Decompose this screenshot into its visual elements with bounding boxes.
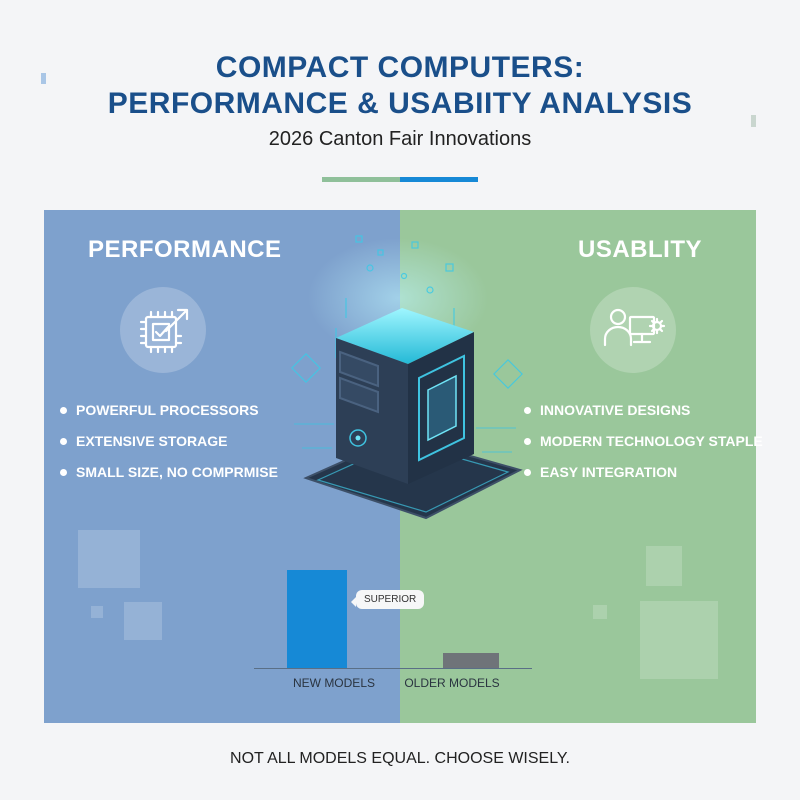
page-title-line1: COMPACT COMPUTERS: (215, 51, 585, 84)
title-divider (322, 177, 478, 182)
chart-baseline (254, 668, 532, 669)
cpu-arrow-icon (139, 308, 189, 354)
decorative-dash (41, 73, 46, 84)
divider-blue-segment (400, 177, 478, 182)
list-item: EXTENSIVE STORAGE (60, 433, 278, 464)
decorative-square (78, 530, 140, 588)
decorative-square (593, 605, 607, 619)
usability-bullet-list: INNOVATIVE DESIGNS MODERN TECHNOLOGY STA… (524, 402, 763, 495)
x-tick-label-older-models: OLDER MODELS (404, 676, 500, 690)
list-item: SMALL SIZE, NO COMPRMISE (60, 464, 278, 495)
decorative-square (124, 602, 162, 640)
x-tick-label-new-models: NEW MODELS (292, 676, 375, 690)
footer-tagline: NOT ALL MODELS EQUAL. CHOOSE WISELY. (230, 750, 570, 767)
bar-new-models (287, 570, 347, 668)
decorative-square (640, 601, 718, 679)
superior-callout: SUPERIOR (350, 590, 425, 609)
list-item: POWERFUL PROCESSORS (60, 402, 278, 433)
decorative-square (91, 606, 103, 618)
divider-green-segment (322, 177, 400, 182)
decorative-square (646, 546, 682, 586)
compact-computer-illustration (291, 235, 523, 520)
usability-icon-circle (590, 287, 676, 373)
user-computer-gear-icon (603, 308, 666, 347)
usability-heading: USABLITY (578, 236, 702, 263)
list-item: INNOVATIVE DESIGNS (524, 402, 763, 433)
performance-heading: PERFORMANCE (88, 236, 282, 263)
model-comparison-chart: NEW MODELS OLDER MODELS SUPERIOR (250, 560, 540, 700)
performance-bullet-list: POWERFUL PROCESSORS EXTENSIVE STORAGE SM… (60, 402, 278, 495)
list-item: EASY INTEGRATION (524, 464, 763, 495)
list-item: MODERN TECHNOLOGY STAPLE (524, 433, 763, 464)
decorative-dash (751, 115, 756, 127)
performance-icon-circle (120, 287, 206, 373)
page-title-line2: PERFORMANCE & USABIITY ANALYSIS (107, 87, 693, 120)
page-subtitle: 2026 Canton Fair Innovations (268, 128, 532, 150)
bar-older-models (443, 653, 499, 668)
